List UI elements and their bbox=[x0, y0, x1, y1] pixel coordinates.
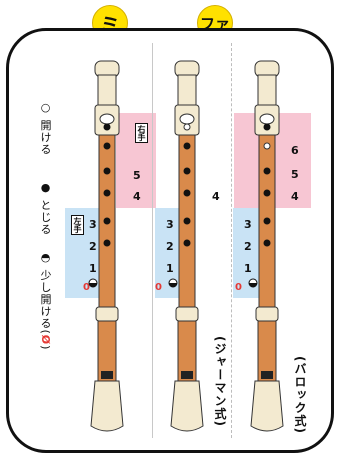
bell bbox=[90, 380, 124, 432]
hole-closed bbox=[183, 189, 191, 197]
bell bbox=[170, 380, 204, 432]
foot-wood bbox=[97, 320, 117, 382]
head-joint bbox=[174, 104, 200, 136]
hole-number-3: 3 bbox=[89, 218, 97, 231]
hole-number-5: 5 bbox=[133, 169, 141, 182]
right-hand-band-2 bbox=[234, 113, 311, 208]
hole-closed bbox=[183, 142, 191, 150]
legend-closed: ● とじる bbox=[39, 181, 52, 236]
bell-hole bbox=[181, 371, 193, 379]
hole-closed bbox=[263, 239, 271, 247]
hole-open bbox=[183, 123, 191, 131]
foot-wood bbox=[177, 320, 197, 382]
foot-ring bbox=[95, 306, 119, 322]
hole-closed bbox=[183, 167, 191, 175]
legend: ○ 開ける ● とじる ◓ 少し開ける(Ø) bbox=[15, 101, 55, 391]
legend-half: ◓ 少し開ける(Ø) bbox=[39, 251, 52, 351]
thumb-hole-number-col3: 0 bbox=[235, 282, 242, 293]
bell bbox=[250, 380, 284, 432]
foot-ring bbox=[255, 306, 279, 322]
left-hand-band-3 bbox=[233, 208, 263, 298]
baroque-style-label: (バロック式) bbox=[293, 356, 307, 434]
bell-hole bbox=[261, 371, 273, 379]
head-neck bbox=[257, 74, 277, 106]
head-cap bbox=[94, 60, 120, 78]
foot-wood bbox=[257, 320, 277, 382]
head-neck bbox=[97, 74, 117, 106]
fingering-chart-card: ○ 開ける ● とじる ◓ 少し開ける(Ø) 右手 左手 5 4 3 2 1 0… bbox=[6, 28, 334, 453]
hole-closed bbox=[103, 167, 111, 175]
hole-number-5-col3: 5 bbox=[291, 168, 299, 181]
thumb-hole-number: 0 bbox=[83, 282, 90, 293]
bell-hole bbox=[101, 371, 113, 379]
thumb-hole-number-col2: 0 bbox=[155, 282, 162, 293]
head-cap bbox=[174, 60, 200, 78]
left-hand-label: 左手 bbox=[71, 215, 84, 235]
column-divider-1 bbox=[152, 43, 153, 438]
hole-number-2-col2: 2 bbox=[166, 240, 174, 253]
hole-number-6-col3: 6 bbox=[291, 144, 299, 157]
window-ornament bbox=[99, 113, 115, 125]
hole-number-2-col3: 2 bbox=[244, 240, 252, 253]
foot-ring bbox=[175, 306, 199, 322]
window-ornament bbox=[179, 113, 195, 125]
hole-number-3-col3: 3 bbox=[244, 218, 252, 231]
hole-closed bbox=[103, 142, 111, 150]
head-neck bbox=[177, 74, 197, 106]
hole-number-1: 1 bbox=[89, 262, 97, 275]
german-style-label: (ジャーマン式) bbox=[213, 336, 227, 427]
right-hand-label: 右手 bbox=[135, 123, 148, 143]
legend-open: ○ 開ける bbox=[39, 101, 52, 156]
hole-number-3-col2: 3 bbox=[166, 218, 174, 231]
hole-number-4-col2: 4 bbox=[212, 190, 220, 203]
head-cap bbox=[254, 60, 280, 78]
hole-number-2: 2 bbox=[89, 240, 97, 253]
hole-number-4-col3: 4 bbox=[291, 190, 299, 203]
hole-closed bbox=[263, 217, 271, 225]
column-divider-2 bbox=[231, 43, 232, 438]
hole-number-4: 4 bbox=[133, 190, 141, 203]
hole-closed bbox=[103, 123, 111, 131]
hole-number-1-col2: 1 bbox=[166, 262, 174, 275]
hole-closed bbox=[103, 189, 111, 197]
hole-number-1-col3: 1 bbox=[244, 262, 252, 275]
